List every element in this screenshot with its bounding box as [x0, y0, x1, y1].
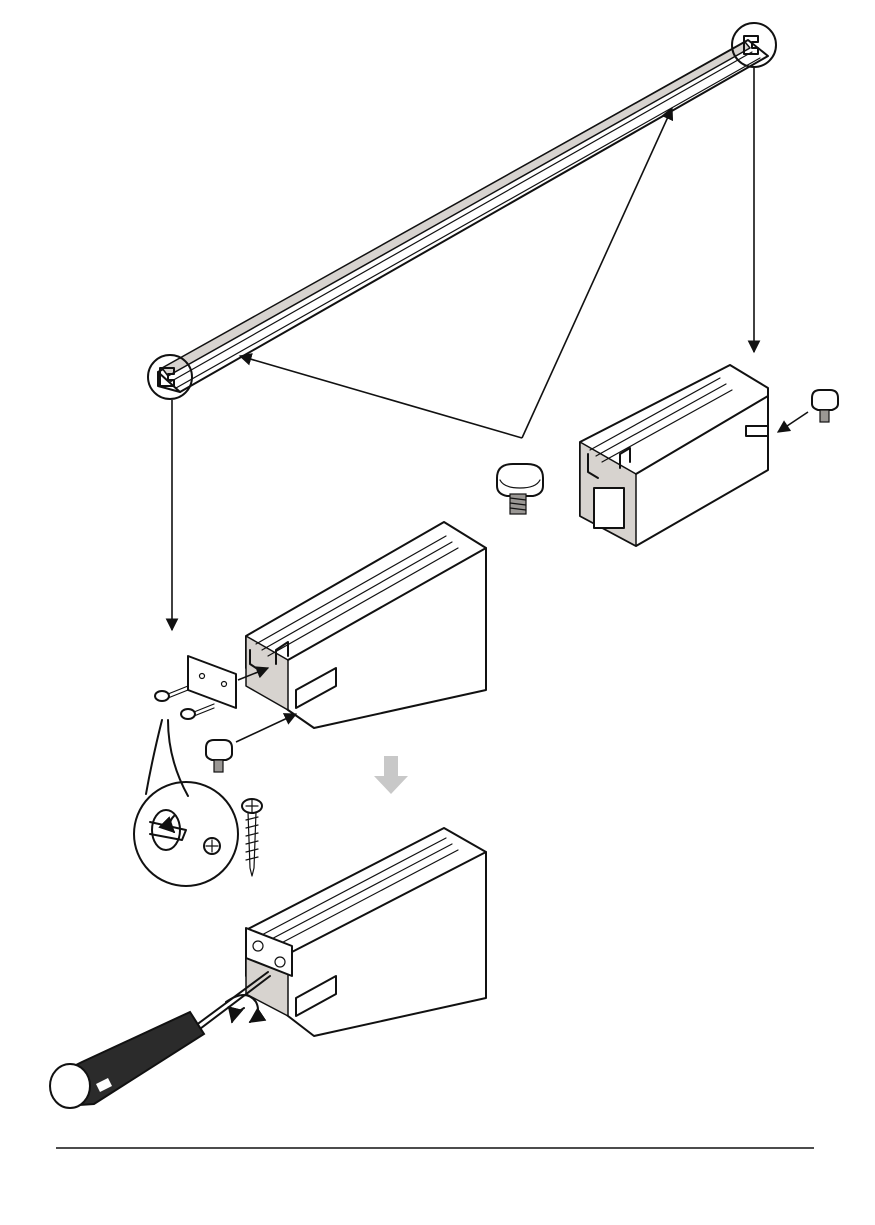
t-bolt-small-middle — [206, 740, 232, 772]
screw-long — [242, 799, 262, 876]
t-bolt-small-right — [812, 390, 838, 422]
end-plate — [188, 656, 236, 708]
screw-small-2 — [181, 704, 214, 719]
rail-section-bottom — [246, 828, 486, 1036]
rail-section-middle — [246, 522, 486, 728]
screw-small-1 — [155, 686, 188, 701]
arrow-bolt-into-middle-rail — [236, 714, 296, 742]
step-down-arrow — [374, 756, 408, 794]
t-bolt — [497, 464, 543, 514]
long-rail — [158, 40, 768, 392]
screwdriver — [50, 972, 270, 1108]
arrow-tbolt-to-rail-left — [240, 356, 522, 438]
arrow-bolt-into-right-rail — [778, 412, 808, 432]
rail-section-right — [580, 365, 768, 546]
